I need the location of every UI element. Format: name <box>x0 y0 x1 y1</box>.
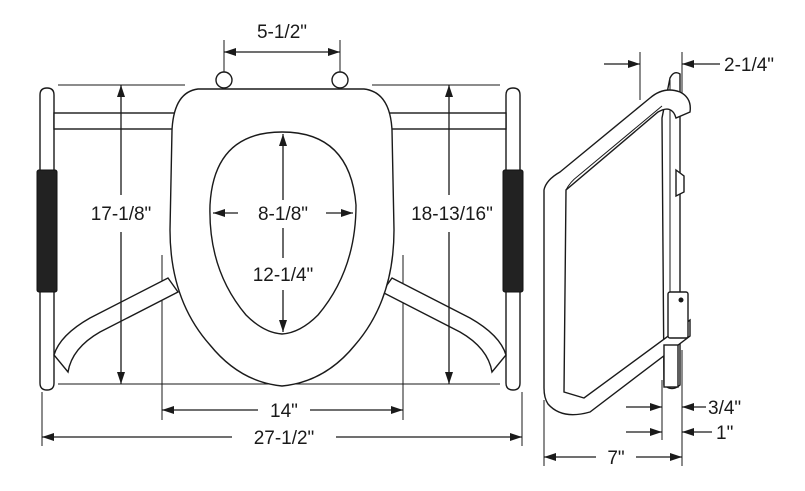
left-diagonal-brace <box>53 277 180 374</box>
opening-width-arrow-left <box>213 209 225 217</box>
side-seat-arrow-right <box>682 403 694 411</box>
side-pin <box>678 297 684 303</box>
side-support-post <box>667 291 689 339</box>
overall-width-arrow-right <box>510 433 522 441</box>
side-top-offset-label: 2-1/4" <box>724 55 774 76</box>
right-height-arrow-bottom <box>445 372 453 384</box>
left-height-arrow-top <box>117 85 125 97</box>
side-clearance-label: 1" <box>716 423 733 444</box>
inner-width-arrow-left <box>162 406 174 414</box>
opening-length-arrow-bottom <box>279 320 287 332</box>
opening-length-label: 12-1/4" <box>253 265 314 286</box>
front-view: 5-1/2" 17-1/8" 18-13/16" 8-1/8" 12-1/4" … <box>36 22 524 449</box>
side-depth-arrow-right <box>670 453 682 461</box>
overall-width-label: 27-1/2" <box>254 428 315 449</box>
left-height-arrow-bottom <box>117 372 125 384</box>
left-height-label: 17-1/8" <box>91 204 152 225</box>
side-view: 2-1/4" 3/4" 1" 7" <box>543 52 774 469</box>
opening-width-arrow-right <box>341 209 353 217</box>
side-top-arrow-right <box>682 60 694 68</box>
side-clear-arrow-right <box>682 428 694 436</box>
side-frame-inner-line <box>565 105 663 191</box>
hinge-spacing-arrow-left <box>224 48 236 56</box>
side-seat-arrow-left <box>650 403 662 411</box>
right-grip <box>502 169 524 293</box>
side-depth-arrow-left <box>544 453 556 461</box>
opening-length-arrow-top <box>279 134 287 146</box>
left-horizontal-bar <box>53 112 185 130</box>
left-hinge-post <box>215 71 233 89</box>
side-seat-thickness-label: 3/4" <box>708 398 741 419</box>
left-grip <box>36 169 58 293</box>
opening-width-label: 8-1/8" <box>258 204 308 225</box>
inner-width-label: 14" <box>270 401 298 422</box>
side-lower-block <box>663 344 679 388</box>
right-height-label: 18-13/16" <box>411 204 493 225</box>
side-depth-label: 7" <box>607 448 624 469</box>
right-hinge-post <box>331 71 349 89</box>
side-clear-arrow-left <box>650 428 662 436</box>
side-frame-tube <box>543 89 691 416</box>
right-height-arrow-top <box>445 85 453 97</box>
right-diagonal-brace <box>380 277 507 374</box>
side-seat-bumper <box>675 168 685 198</box>
side-top-arrow-left <box>628 60 640 68</box>
hinge-spacing-arrow-right <box>328 48 340 56</box>
right-horizontal-bar <box>379 112 507 130</box>
hinge-spacing-label: 5-1/2" <box>257 22 307 43</box>
inner-width-arrow-right <box>391 406 403 414</box>
overall-width-arrow-left <box>42 433 54 441</box>
